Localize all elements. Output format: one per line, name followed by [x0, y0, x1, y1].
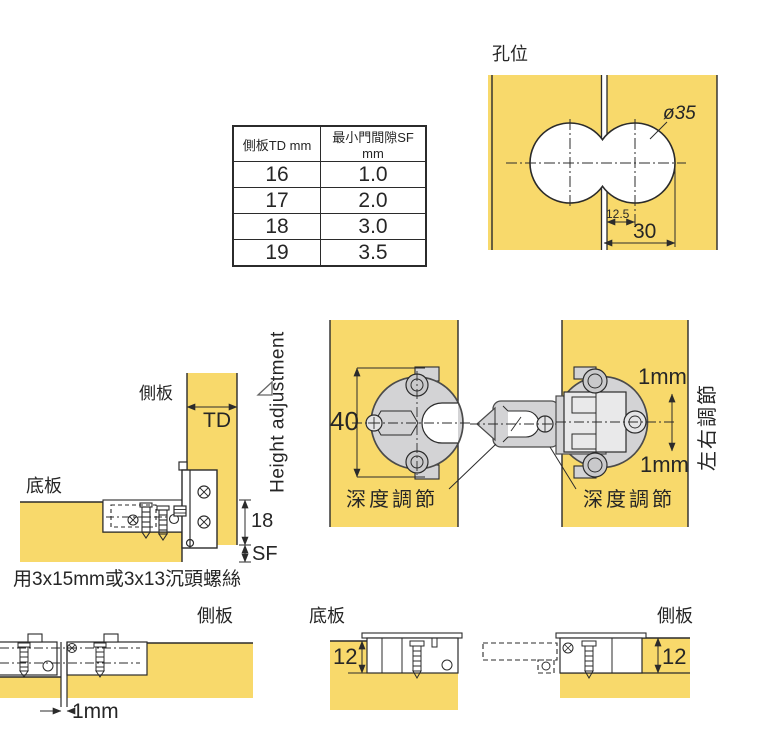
side-adjust-label: 左右調節	[697, 383, 719, 471]
dim-40	[353, 367, 425, 478]
sf-value: 2.0	[320, 187, 427, 214]
screws	[17, 642, 107, 678]
diameter-leader-line	[649, 121, 668, 140]
bottom-panel-label: 底板	[26, 476, 62, 496]
hinge-arm	[470, 400, 560, 448]
phantom-arm	[482, 642, 558, 674]
dim-18-sf	[239, 499, 251, 563]
side-view-drawing	[20, 373, 273, 563]
arm-slot	[421, 402, 458, 444]
table-row: 16 1.0	[232, 161, 427, 188]
depth-adjust-label-right: 深度調節	[583, 489, 675, 511]
sf-value: 3.0	[320, 213, 427, 240]
td-dim-label: TD	[203, 409, 231, 432]
hole-position-diagram	[488, 75, 718, 250]
hole-diameter-label: ø35	[663, 103, 696, 124]
bottom-right-view	[482, 632, 690, 698]
hole-spacing-label: 30	[633, 220, 657, 243]
table-row: 17 2.0	[232, 187, 427, 214]
bottom-left-gap-label: 1mm	[72, 700, 119, 723]
bottom-right-thickness-label: 12	[662, 644, 687, 669]
bottom-panel	[20, 502, 182, 562]
screw	[409, 640, 425, 680]
table-header-row: 側板TD mm 最小門間隙SF mm	[232, 125, 427, 162]
side-panel-label: 側板	[139, 384, 173, 403]
table-row: 19 3.5	[232, 239, 427, 267]
bottom-middle-panel-label: 底板	[309, 606, 345, 626]
table-row: 18 3.0	[232, 213, 427, 240]
col-header-sf: 最小門間隙SF mm	[320, 125, 427, 162]
height-adjustment-label: Height adjustment	[267, 331, 289, 493]
depth-adjust-label-left: 深度調節	[346, 489, 438, 511]
hinge-cup-front	[352, 366, 470, 480]
col-header-td: 側板TD mm	[232, 125, 321, 162]
front-view-drawing	[329, 320, 689, 527]
leader-left	[448, 443, 497, 490]
clearance-spec-table: 側板TD mm 最小門間隙SF mm 16 1.0 17 2.0 18 3.0 …	[232, 125, 427, 267]
play-top-label: 1mm	[638, 364, 687, 389]
bottom-left-panel-label: 側板	[197, 606, 233, 626]
bottom-left-view	[0, 633, 253, 715]
bottom-right-panel-label: 側板	[657, 606, 693, 626]
td-value: 16	[232, 161, 321, 188]
td-value: 18	[232, 213, 321, 240]
sf-gap-label: SF	[252, 543, 278, 565]
screw	[581, 640, 597, 680]
play-bottom-label: 1mm	[640, 452, 689, 477]
screw-note: 用3x15mm或3x13沉頭螺絲	[13, 569, 242, 590]
hole-centerlines	[506, 119, 686, 227]
mounting-plate-section	[173, 461, 218, 549]
td-value: 17	[232, 187, 321, 214]
sf-value: 1.0	[320, 161, 427, 188]
hinge-base-front	[555, 366, 676, 479]
cup-height-label: 40	[330, 406, 359, 436]
hole-position-title: 孔位	[492, 44, 528, 64]
bottom-views	[0, 632, 690, 715]
sf-value: 3.5	[320, 239, 427, 267]
height-adjust-triangle	[256, 380, 273, 396]
td-value: 19	[232, 239, 321, 267]
edge-offset-label: 12.5	[606, 207, 630, 221]
bottom-middle-view	[330, 632, 463, 710]
leader-right	[549, 446, 577, 490]
cup-centerlines	[352, 371, 470, 475]
depth-18-label: 18	[251, 510, 274, 532]
bottom-middle-thickness-label: 12	[333, 644, 358, 669]
